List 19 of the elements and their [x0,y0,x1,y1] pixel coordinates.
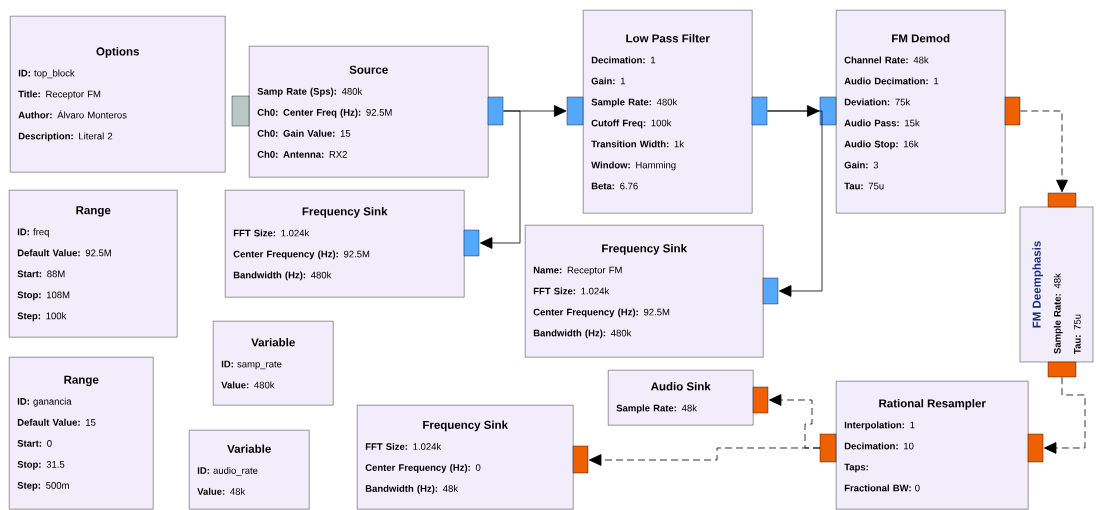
connector [767,110,823,297]
block: Frequency Sink FFT Size: 1.024k Center Frequency (Hz): 0 Bandwidth (Hz): 48k [357,405,589,510]
connector [1043,376,1086,454]
block: FM Demod Channel Rate: 48k Audio Decimation: 1 Deviation: 75k Audio Pass: 15k Audio Stop: 16k Gain: 3 Tau: 75u [819,10,1021,214]
block: Audio Sink Sample Rate: 48k [608,370,769,426]
connector [588,447,821,466]
block: Rational Resampler Interpolation: 1 Decimation: 10 Taps: Fractional BW: 0 [819,381,1044,510]
block: Source Samp Rate (Sps): 480k Ch0: Center Freq (Hz): 92.5M Ch0: Gain Value: 15 Ch0: Antenna: RX2 [231,46,504,178]
connector [479,110,521,249]
connector [1020,110,1068,193]
block: Frequency Sink Name: Receptor FM FFT Size: 1.024k Center Frequency (Hz): 92.5M Bandwidth (Hz): 480k [525,225,779,358]
block: Variable ID: audio_rate Value: 48k [189,430,310,510]
block: FM Deemphasis Sample Rate: 48k Tau: 75u [1019,192,1094,378]
block: Range ID: ganancia Default Value: 15 Start: 0 Stop: 31.5 Step: 500m [9,357,154,510]
block: Low Pass Filter Decimation: 1 Gain: 1 Sample Rate: 480k Cutoff Freq: 100k Transition Width: 1k Window: Hamming Beta: 6.76 [566,10,768,214]
block: Frequency Sink FFT Size: 1.024k Center Frequency (Hz): 92.5M Bandwidth (Hz): 480k [225,190,480,298]
block: Range ID: freq Default Value: 92.5M Start: 88M Stop: 108M Step: 100k [9,190,178,338]
block: Options ID: top_block Title: Receptor FM Author: Álvaro Monteros Description: Literal 2 [10,16,226,173]
block: Variable ID: samp_rate Value: 480k [213,321,334,406]
